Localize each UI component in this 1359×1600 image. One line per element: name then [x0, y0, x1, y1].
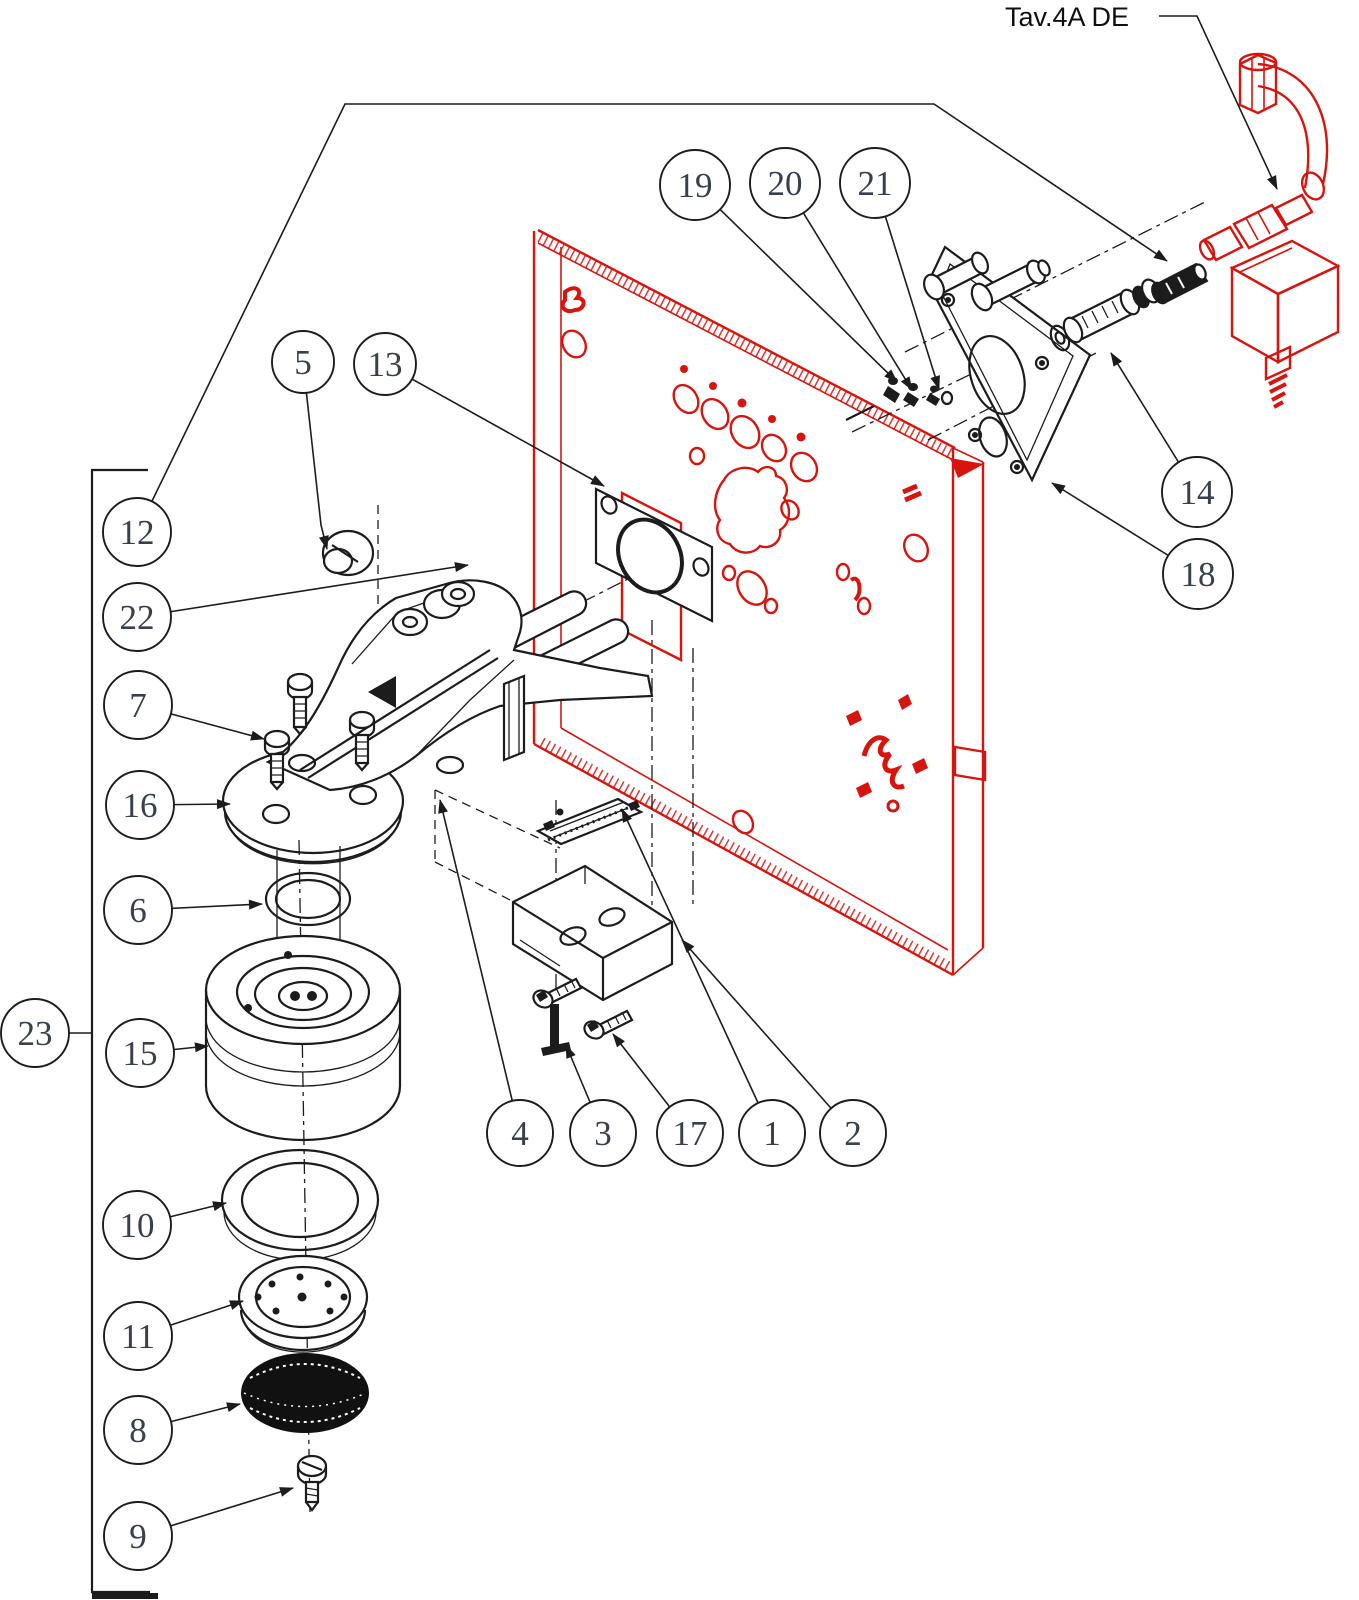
callout-11-label: 11 — [121, 1317, 155, 1356]
leader-12 — [136, 103, 1168, 533]
leader-1 — [621, 808, 773, 1134]
leader-5 — [302, 361, 329, 550]
callout-6: 6 — [103, 875, 173, 945]
callout-12-label: 12 — [120, 513, 155, 552]
leader-20 — [784, 182, 913, 391]
leader-21 — [874, 182, 940, 390]
leader-22 — [136, 562, 469, 618]
callout-7: 7 — [103, 670, 173, 740]
callout-9-label: 9 — [129, 1517, 147, 1556]
callout-3: 3 — [569, 1099, 637, 1167]
plate-bolts — [923, 251, 1051, 312]
red-panel — [532, 228, 987, 977]
callout-1-label: 1 — [763, 1114, 781, 1153]
callout-21-label: 21 — [858, 164, 893, 203]
callout-2: 2 — [819, 1099, 887, 1167]
callout-17-label: 17 — [673, 1114, 708, 1153]
leader-13 — [384, 363, 605, 487]
callout-8: 8 — [103, 1395, 173, 1465]
callout-10-label: 10 — [120, 1206, 155, 1245]
callout-21: 21 — [839, 147, 911, 219]
group-head-arm-assembly — [221, 529, 654, 865]
callout-7-label: 7 — [129, 686, 147, 725]
callouts: 12 22 7 16 6 23 15 10 11 8 9 5 13 19 20 … — [0, 103, 1234, 1571]
callout-20-label: 20 — [768, 164, 803, 203]
callout-11: 11 — [103, 1301, 173, 1371]
callout-10: 10 — [102, 1190, 172, 1260]
hex-plug — [321, 529, 375, 577]
callout-20: 20 — [749, 147, 821, 219]
fitting-train — [1049, 262, 1209, 352]
group-body-drum — [204, 934, 402, 1142]
callout-17: 17 — [656, 1099, 724, 1167]
callout-23: 23 — [0, 998, 70, 1068]
panel-cutout-blob — [713, 465, 791, 554]
callout-14-label: 14 — [1180, 473, 1215, 512]
callout-3-label: 3 — [594, 1114, 612, 1153]
callout-16-label: 16 — [123, 786, 158, 825]
flange-screws — [263, 672, 376, 791]
callout-15: 15 — [105, 1018, 175, 1088]
callout-15-label: 15 — [123, 1034, 158, 1073]
solenoid-valve-assembly — [1198, 52, 1341, 409]
vertical-parts-stack — [204, 839, 402, 1513]
callout-1: 1 — [738, 1099, 806, 1167]
callout-2-label: 2 — [844, 1114, 862, 1153]
title-leader — [1159, 15, 1278, 190]
plate-corner-holes — [940, 292, 1050, 475]
callout-9: 9 — [103, 1501, 173, 1571]
callout-19-label: 19 — [678, 166, 713, 205]
callout-22-label: 22 — [120, 598, 155, 637]
callout-13: 13 — [353, 332, 417, 396]
callout-4: 4 — [486, 1099, 554, 1167]
shower-plate — [237, 1254, 369, 1353]
callout-12: 12 — [102, 497, 172, 567]
diagram-title: Tav.4A DE — [1005, 2, 1129, 32]
title: Tav.4A DE — [1005, 2, 1278, 190]
mesh-filter-disc — [241, 1353, 369, 1433]
callout-13-label: 13 — [368, 345, 403, 384]
bottom-screw — [296, 1454, 328, 1512]
callout-5-label: 5 — [294, 343, 312, 382]
leader-19 — [694, 184, 898, 383]
panel-marks — [560, 286, 930, 813]
callout-8-label: 8 — [129, 1411, 147, 1450]
callout-19: 19 — [659, 149, 731, 221]
callout-22: 22 — [102, 582, 172, 652]
callout-18-label: 18 — [1181, 555, 1216, 594]
callout-16: 16 — [105, 770, 175, 840]
leader-4 — [438, 799, 521, 1134]
callout-23-label: 23 — [18, 1014, 53, 1053]
support-channel-and-bar — [511, 797, 674, 1056]
triangular-mount-plate — [923, 245, 1092, 483]
callout-6-label: 6 — [129, 891, 147, 930]
panel-holes — [672, 365, 819, 521]
callout-4-label: 4 — [511, 1114, 529, 1153]
callout-18: 18 — [1162, 538, 1234, 610]
callout-14: 14 — [1161, 456, 1233, 528]
left-bracket — [90, 468, 158, 1599]
leader-2 — [681, 939, 854, 1134]
callout-5: 5 — [271, 330, 335, 394]
panel-opening — [620, 491, 683, 662]
group-gasket-plate — [594, 487, 714, 623]
